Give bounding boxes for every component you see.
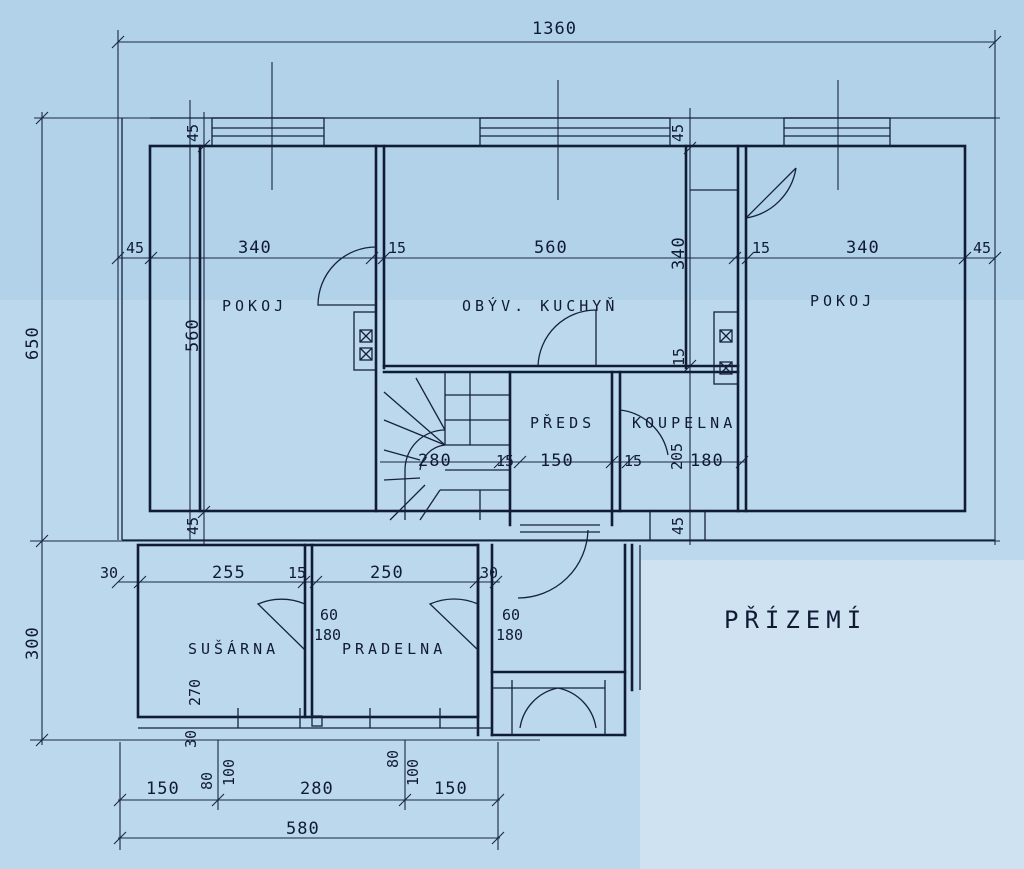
walls (121, 117, 995, 737)
dim-annex-width: 580 (286, 819, 320, 839)
dim-wall-45-top-left: 45 (184, 124, 202, 142)
dim-bottom-150-right: 150 (434, 779, 468, 799)
staircase (383, 372, 510, 521)
windows (211, 117, 891, 728)
dim-window-60-b: 60 (502, 606, 520, 624)
dim-overall-depth: 650 (23, 326, 43, 360)
dim-pokoj-left-width: 340 (238, 238, 272, 258)
dim-susarna-width: 255 (212, 563, 246, 583)
dim-koupelna-width: 180 (690, 451, 724, 471)
room-label-predsin: PŘEDS (530, 413, 595, 432)
dim-wall-45-bottom-left: 45 (184, 517, 202, 535)
room-label-susarna: SUŠÁRNA (188, 639, 279, 658)
dim-annex-depth: 300 (23, 626, 43, 660)
chimney-shafts (311, 311, 739, 727)
dim-wall-45-bottom-right: 45 (669, 517, 687, 535)
dim-annex-wall-30-left: 30 (100, 564, 118, 582)
room-label-pokoj-left: POKOJ (222, 297, 287, 315)
dim-window-180-a: 180 (314, 626, 341, 644)
room-label-pokoj-right: POKOJ (810, 292, 875, 310)
dim-overall-width: 1360 (532, 19, 577, 39)
room-label-obyv-kuchyn: OBÝV. KUCHYŇ (462, 296, 618, 315)
room-label-koupelna: KOUPELNA (632, 414, 736, 432)
dim-susarna-depth: 270 (186, 679, 204, 706)
dim-wall-15-d: 15 (496, 452, 514, 470)
dim-window-60-a: 60 (320, 606, 338, 624)
dim-wall-15-c: 15 (670, 348, 688, 366)
room-label-pradelna: PRADELNA (342, 640, 446, 658)
doors (256, 167, 797, 729)
dim-pokoj-left-depth: 560 (183, 318, 203, 352)
dim-bottom-80-b: 80 (384, 750, 402, 768)
dim-window-180-b: 180 (496, 626, 523, 644)
dim-pokoj-right-width: 340 (846, 238, 880, 258)
dim-koupelna-depth: 205 (668, 443, 686, 470)
dim-stair-width: 280 (418, 451, 452, 471)
dim-wall-15-f: 15 (288, 564, 306, 582)
dim-bottom-30: 30 (182, 730, 200, 748)
dim-kuchyn-width: 560 (534, 238, 568, 258)
dim-kuchyn-depth: 340 (669, 236, 689, 270)
dim-annex-wall-30-right: 30 (480, 564, 498, 582)
dim-bottom-280: 280 (300, 779, 334, 799)
dim-pradelna-width: 250 (370, 563, 404, 583)
dim-wall-45-left: 45 (126, 239, 144, 257)
paper-tone-bottom-right (640, 560, 1024, 869)
paper-tone-top (0, 0, 1024, 300)
dim-wall-45-top-mid: 45 (669, 124, 687, 142)
dim-predsin-width: 150 (540, 451, 574, 471)
dim-bottom-100-b: 100 (404, 759, 422, 786)
dim-bottom-80-a: 80 (198, 772, 216, 790)
dim-bottom-150-left: 150 (146, 779, 180, 799)
dim-wall-45-right: 45 (973, 239, 991, 257)
dim-wall-15-b: 15 (752, 239, 770, 257)
dim-wall-15-e: 15 (624, 452, 642, 470)
dim-bottom-100-a: 100 (220, 759, 238, 786)
dim-wall-15-a: 15 (388, 239, 406, 257)
floor-title: PŘÍZEMÍ (724, 605, 867, 634)
